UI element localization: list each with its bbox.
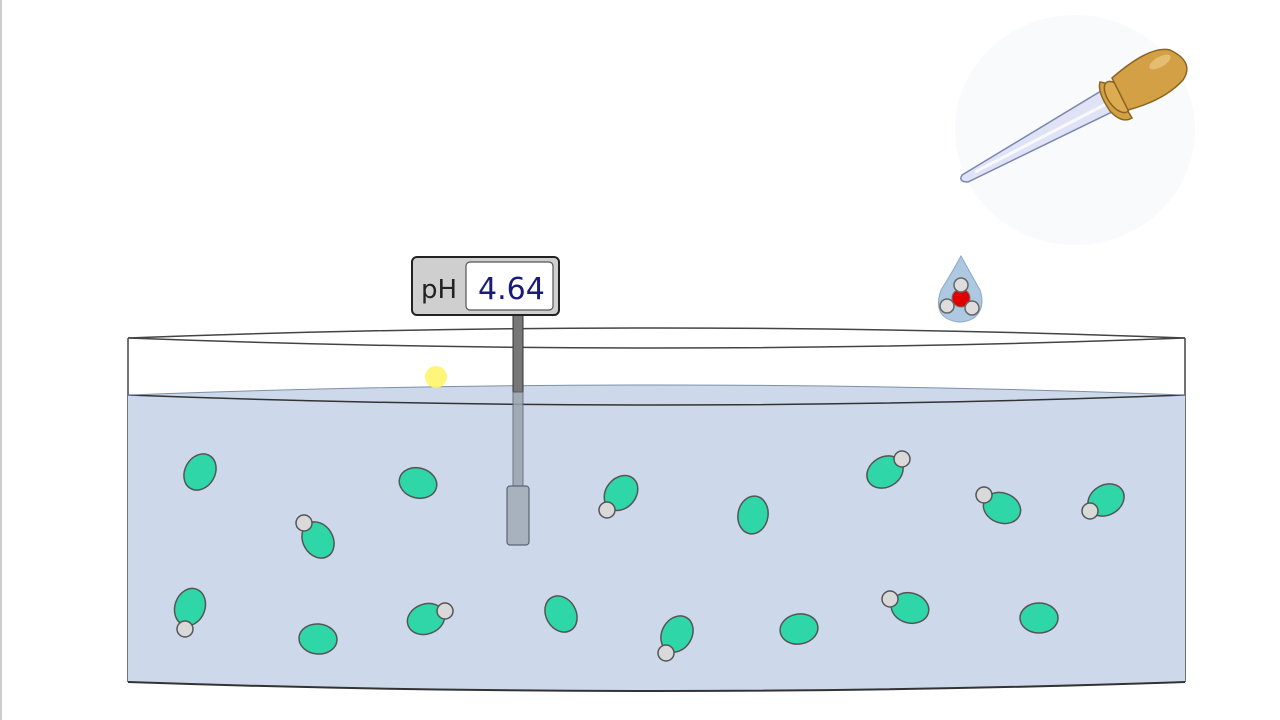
hydrogen-atom xyxy=(1081,502,1099,520)
hydrogen-atom xyxy=(657,644,675,662)
acid-molecule xyxy=(173,587,207,638)
hydrogen-atom xyxy=(176,620,194,638)
hydronium-drop-icon xyxy=(937,254,983,323)
acid-molecule xyxy=(295,514,335,559)
hydrogen-atom xyxy=(975,486,993,504)
anion-molecule xyxy=(398,466,438,500)
anion-molecule xyxy=(544,595,578,633)
anion-molecule xyxy=(737,495,769,535)
acid-molecule xyxy=(975,486,1022,525)
acid-molecule xyxy=(657,615,694,662)
dropper-icon[interactable] xyxy=(960,48,1188,183)
anion-molecule xyxy=(779,613,819,645)
hydrogen-atom xyxy=(295,514,313,532)
hydrogen-atom xyxy=(881,590,899,608)
water-solution xyxy=(127,384,1186,692)
anion-molecule xyxy=(1019,602,1059,634)
ph-label: pH xyxy=(421,275,457,305)
ph-value: 4.64 xyxy=(478,272,545,307)
hydrogen-atom xyxy=(436,602,454,620)
acid-molecule xyxy=(881,590,930,625)
hydrogen-atom xyxy=(893,450,911,468)
anion-molecule xyxy=(298,623,338,655)
ph-value-display xyxy=(465,261,554,311)
acid-molecule xyxy=(866,450,911,489)
hydrogen-atom xyxy=(598,501,616,519)
ph-meter[interactable]: pH 4.64 xyxy=(411,256,560,316)
acid-molecule xyxy=(1081,483,1125,520)
acid-molecule xyxy=(406,602,454,636)
anion-molecule xyxy=(183,453,217,491)
cursor-highlight xyxy=(425,366,447,388)
molecules-layer xyxy=(173,450,1125,662)
acid-molecule xyxy=(598,474,639,519)
